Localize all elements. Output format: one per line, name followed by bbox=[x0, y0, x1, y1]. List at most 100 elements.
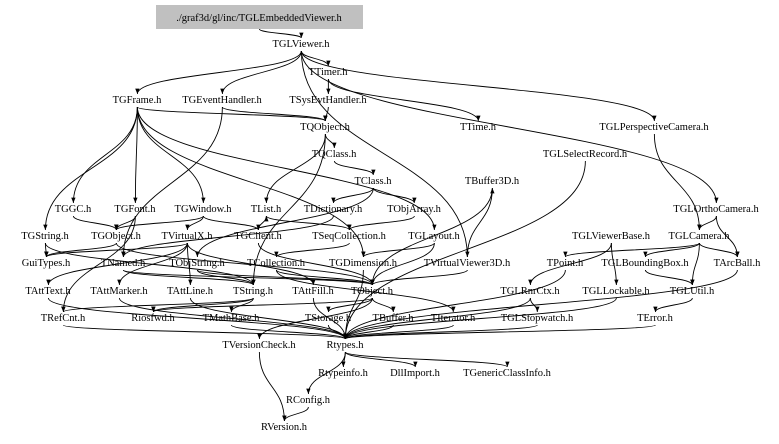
node-TQClass[interactable]: TQClass.h bbox=[312, 149, 357, 160]
node-TGLOrthoCamera[interactable]: TGLOrthoCamera.h bbox=[673, 204, 759, 215]
node-TString[interactable]: TString.h bbox=[233, 286, 274, 297]
node-TArcBall[interactable]: TArcBall.h bbox=[714, 258, 761, 269]
edge-TArcBall-to-Rtypes bbox=[343, 269, 738, 340]
node-TAttFill[interactable]: TAttFill.h bbox=[292, 286, 334, 297]
node-TGLayout[interactable]: TGLayout.h bbox=[408, 231, 460, 242]
node-TQObject[interactable]: TQObject.h bbox=[300, 122, 351, 133]
node-TClass[interactable]: TClass.h bbox=[354, 176, 392, 187]
edge-TClass-to-TObjArray bbox=[372, 187, 417, 204]
node-TStorage[interactable]: TStorage.h bbox=[305, 313, 352, 324]
node-TGClient[interactable]: TGClient.h bbox=[234, 231, 282, 242]
node-TPoint[interactable]: TPoint.h bbox=[547, 258, 584, 269]
node-TDictionary[interactable]: TDictionary.h bbox=[304, 204, 363, 215]
edge-TGLSelectRecord-to-Rtypes bbox=[343, 160, 586, 340]
node-Rtypes[interactable]: Rtypes.h bbox=[326, 340, 364, 351]
edge-TGEventHandler-to-TQObject bbox=[221, 106, 328, 122]
node-TIterator[interactable]: TIterator.h bbox=[431, 313, 476, 324]
node-TGDimension[interactable]: TGDimension.h bbox=[329, 258, 398, 269]
node-TObjString[interactable]: TObjString.h bbox=[169, 258, 225, 269]
edge-TGFrame-to-TGDimension bbox=[136, 106, 366, 258]
node-TVirtualViewer3D[interactable]: TVirtualViewer3D.h bbox=[424, 258, 511, 269]
edge-TGLCamera-to-TGLUtil bbox=[690, 242, 700, 286]
node-RVersion[interactable]: RVersion.h bbox=[261, 422, 308, 433]
node-TTimer[interactable]: TTimer.h bbox=[309, 67, 349, 78]
root-node[interactable]: ./graf3d/gl/inc/TGLEmbeddedViewer.h bbox=[176, 13, 342, 24]
node-TAttText[interactable]: TAttText.h bbox=[25, 286, 71, 297]
edge-TGObject-to-GuiTypes bbox=[44, 242, 117, 258]
node-TNamed[interactable]: TNamed.h bbox=[101, 258, 146, 269]
edge-TCollection-to-TObject bbox=[275, 269, 375, 286]
node-TGLRnrCtx[interactable]: TGLRnrCtx.h bbox=[500, 286, 560, 297]
node-TSysEvtHandler[interactable]: TSysEvtHandler.h bbox=[289, 95, 367, 106]
edge-TRefCnt-to-Rtypes bbox=[62, 324, 348, 340]
node-TGFont[interactable]: TGFont.h bbox=[114, 204, 156, 215]
edge-TGFrame-to-TGWindow bbox=[136, 106, 206, 204]
node-TTime[interactable]: TTime.h bbox=[460, 122, 497, 133]
node-TGObject[interactable]: TGObject.h bbox=[91, 231, 142, 242]
edge-TBuffer3D-to-TObject bbox=[370, 187, 493, 286]
edge-TMathBase-to-Rtypes bbox=[230, 324, 348, 340]
edge-TObjArray-to-TSeqCollection bbox=[347, 215, 415, 231]
node-TBuffer3D[interactable]: TBuffer3D.h bbox=[465, 176, 520, 187]
edge-TNamed-to-TString bbox=[122, 269, 256, 286]
node-TCollection[interactable]: TCollection.h bbox=[247, 258, 306, 269]
node-TAttMarker[interactable]: TAttMarker.h bbox=[90, 286, 148, 297]
edge-TGClient-to-TList bbox=[257, 215, 269, 231]
node-GuiTypes[interactable]: GuiTypes.h bbox=[22, 258, 71, 269]
node-TError[interactable]: TError.h bbox=[637, 313, 674, 324]
edge-TGLayout-to-TGDimension bbox=[361, 242, 435, 258]
edge-TGLCamera-to-TPoint bbox=[563, 242, 700, 258]
node-Rtypeinfo[interactable]: Rtypeinfo.h bbox=[318, 368, 369, 379]
edge-TObject-to-Riosfwd bbox=[151, 297, 373, 313]
node-RConfig[interactable]: RConfig.h bbox=[286, 395, 331, 406]
node-TVersionCheck[interactable]: TVersionCheck.h bbox=[222, 340, 296, 351]
edge-TString-to-TMathBase bbox=[229, 297, 254, 313]
edge-TObject-to-TStorage bbox=[326, 297, 373, 313]
node-TGWindow[interactable]: TGWindow.h bbox=[175, 204, 233, 215]
edge-TPoint-to-Rtypes bbox=[343, 269, 566, 340]
node-TObjArray[interactable]: TObjArray.h bbox=[387, 204, 441, 215]
node-TObject[interactable]: TObject.h bbox=[351, 286, 394, 297]
edge-TObject-to-TBuffer bbox=[371, 297, 396, 313]
edge-TGWindow-to-TGObject bbox=[114, 215, 204, 231]
edge-TGLViewer-to-TVirtualViewer3D bbox=[300, 50, 470, 258]
node-TGLStopwatch[interactable]: TGLStopwatch.h bbox=[501, 313, 574, 324]
node-TGLUtil[interactable]: TGLUtil.h bbox=[670, 286, 715, 297]
node-TGEventHandler[interactable]: TGEventHandler.h bbox=[182, 95, 262, 106]
node-TRefCnt[interactable]: TRefCnt.h bbox=[41, 313, 86, 324]
edge-TGLViewer-to-TTimer bbox=[300, 50, 331, 67]
node-TBuffer[interactable]: TBuffer.h bbox=[373, 313, 415, 324]
node-TGLSelectRecord[interactable]: TGLSelectRecord.h bbox=[543, 149, 628, 160]
node-TList[interactable]: TList.h bbox=[251, 204, 282, 215]
node-TGLViewerBase[interactable]: TGLViewerBase.h bbox=[572, 231, 651, 242]
node-TGFrame[interactable]: TGFrame.h bbox=[113, 95, 162, 106]
edge-TGEventHandler-to-TNamed bbox=[121, 106, 223, 258]
dependency-edges bbox=[43, 28, 740, 422]
node-TGString[interactable]: TGString.h bbox=[21, 231, 69, 242]
node-TGLPerspectiveCamera[interactable]: TGLPerspectiveCamera.h bbox=[599, 122, 709, 133]
edge-TGLPerspectiveCamera-to-TGLCamera bbox=[653, 133, 702, 231]
node-TGLLockable[interactable]: TGLLockable.h bbox=[582, 286, 650, 297]
node-Riosfwd[interactable]: Riosfwd.h bbox=[131, 313, 175, 324]
edge-TGFrame-to-TQObject bbox=[136, 106, 328, 122]
node-TGLCamera[interactable]: TGLCamera.h bbox=[669, 231, 731, 242]
node-TGLBoundingBox[interactable]: TGLBoundingBox.h bbox=[601, 258, 689, 269]
node-TGenericClassInfo[interactable]: TGenericClassInfo.h bbox=[463, 368, 552, 379]
edge-TVirtualX-to-TAttLine bbox=[186, 242, 193, 286]
node-TVirtualX[interactable]: TVirtualX.h bbox=[162, 231, 214, 242]
edge-TGLViewerBase-to-TGLLockable bbox=[610, 242, 619, 286]
node-TAttLine[interactable]: TAttLine.h bbox=[167, 286, 214, 297]
node-TGLViewer[interactable]: TGLViewer.h bbox=[272, 39, 330, 50]
root-node-highlight bbox=[156, 5, 363, 29]
edge-TGFrame-to-TGLayout bbox=[136, 106, 437, 231]
edge-TVirtualX-to-TAttText bbox=[46, 242, 188, 286]
edge-TVirtualViewer3D-to-TObject bbox=[370, 269, 468, 286]
node-DllImport[interactable]: DllImport.h bbox=[390, 368, 441, 379]
node-TSeqCollection[interactable]: TSeqCollection.h bbox=[312, 231, 387, 242]
edge-TCollection-to-TIterator bbox=[275, 269, 456, 313]
edge-TSeqCollection-to-TCollection bbox=[274, 242, 350, 258]
node-TMathBase[interactable]: TMathBase.h bbox=[203, 313, 261, 324]
edge-TString-to-TRefCnt bbox=[61, 297, 254, 313]
node-TGGC[interactable]: TGGC.h bbox=[55, 204, 92, 215]
